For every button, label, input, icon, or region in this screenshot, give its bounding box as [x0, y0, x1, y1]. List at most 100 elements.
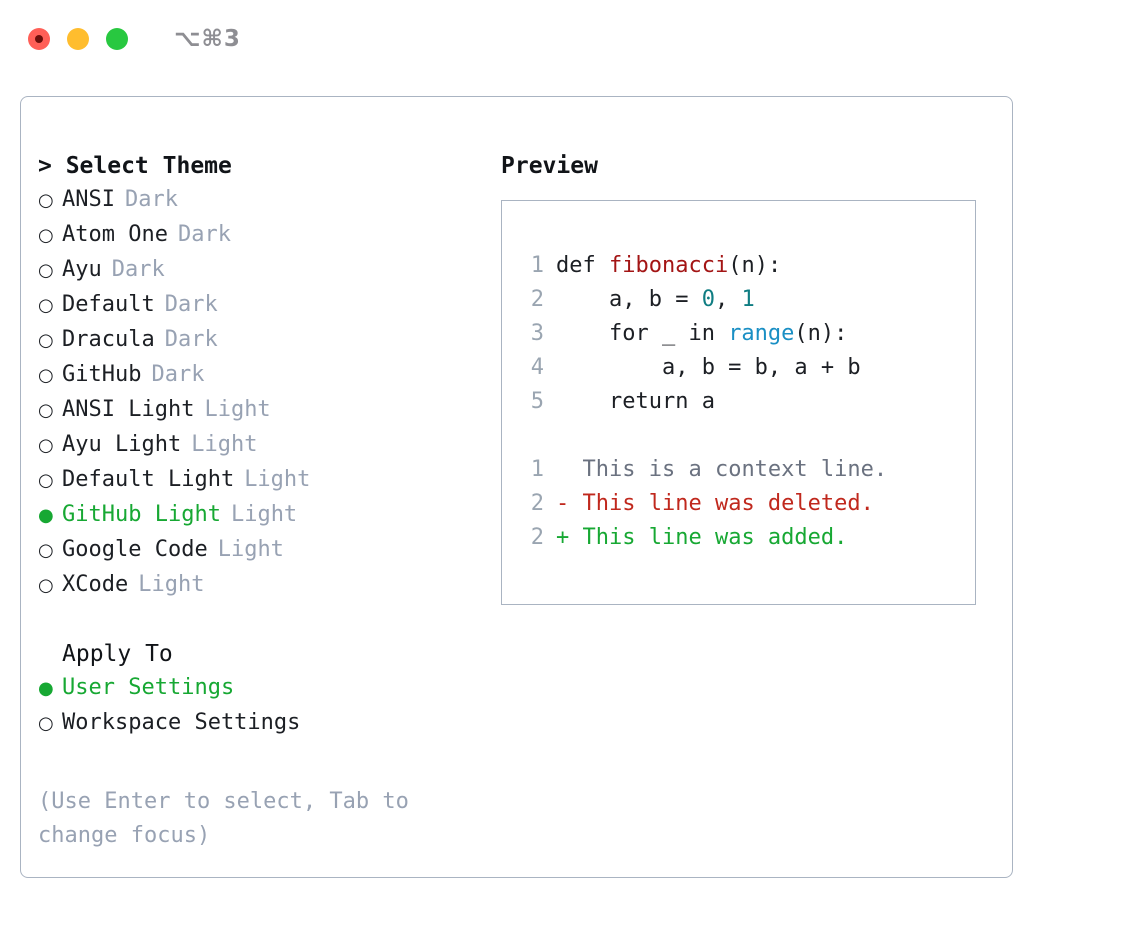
diff-line: 1 This is a context line.: [516, 453, 967, 487]
theme-name: Google Code: [62, 537, 208, 562]
radio-unselected-icon: ○: [38, 575, 54, 596]
theme-variant-tag: Light: [230, 502, 298, 527]
radio-unselected-icon: ○: [38, 225, 54, 246]
diff-marker: +: [556, 525, 583, 550]
apply-to-item[interactable]: ● User Settings: [38, 671, 488, 706]
diff-marker: [556, 453, 583, 487]
code-token: 0: [701, 287, 715, 312]
diff-line: 2+ This line was added.: [516, 521, 967, 555]
line-number: 1: [530, 253, 544, 278]
diff-text: This line was deleted.: [582, 491, 874, 516]
line-number: 1: [530, 457, 544, 482]
theme-list-item[interactable]: ○ Dracula Dark: [38, 323, 488, 358]
theme-variant-tag: Dark: [151, 362, 205, 387]
radio-unselected-icon: ○: [38, 330, 54, 351]
theme-name: Default: [62, 292, 155, 317]
code-line: 4 a, b = b, a + b: [516, 351, 967, 385]
theme-name: XCode: [62, 572, 129, 597]
code-token: fibonacci: [608, 253, 729, 278]
radio-unselected-icon: ○: [38, 190, 54, 211]
apply-to-list[interactable]: ● User Settings ○ Workspace Settings: [38, 671, 488, 741]
window-controls: [28, 28, 128, 50]
code-text: def fibonacci(n):: [556, 249, 781, 283]
code-token: ,: [714, 287, 742, 312]
theme-variant-tag: Dark: [164, 292, 218, 317]
theme-variant-tag: Light: [244, 467, 311, 492]
apply-to-header: Apply To: [62, 641, 173, 667]
theme-variant-tag: Dark: [177, 222, 231, 247]
line-number: 3: [530, 321, 544, 346]
radio-unselected-icon: ○: [38, 470, 54, 491]
theme-list-item[interactable]: ● GitHub Light Light: [38, 498, 488, 533]
diff-line: 2- This line was deleted.: [516, 487, 967, 521]
radio-unselected-icon: ○: [38, 713, 54, 734]
apply-to-item[interactable]: ○ Workspace Settings: [38, 706, 488, 741]
theme-name: Atom One: [62, 222, 168, 247]
code-token: def: [556, 253, 609, 278]
code-token: (n):: [794, 321, 848, 346]
preview-header: Preview: [501, 153, 598, 179]
theme-variant-tag: Light: [138, 572, 205, 597]
radio-unselected-icon: ○: [38, 435, 54, 456]
close-button[interactable]: [28, 28, 50, 50]
radio-selected-icon: ●: [38, 505, 54, 526]
shortcut-label: ⌥⌘3: [174, 26, 241, 52]
radio-unselected-icon: ○: [38, 400, 54, 421]
code-text: a, b = 0, 1: [556, 283, 755, 317]
diff-text: This is a context line.: [582, 457, 888, 482]
minimize-button[interactable]: [67, 28, 89, 50]
code-line: 2 a, b = 0, 1: [516, 283, 967, 317]
theme-variant-tag: Light: [191, 432, 258, 457]
code-token: a, b = b, a + b: [556, 355, 861, 380]
code-token: return a: [556, 389, 715, 414]
theme-variant-tag: Dark: [111, 257, 165, 282]
select-theme-header: > Select Theme: [38, 153, 232, 179]
theme-variant-tag: Dark: [124, 187, 178, 212]
keyboard-hint: (Use Enter to select, Tab to change focu…: [38, 789, 423, 848]
code-diff-separator: [516, 419, 967, 453]
code-line: 1 def fibonacci(n):: [516, 249, 967, 283]
code-token: (n):: [728, 253, 782, 278]
zoom-button[interactable]: [106, 28, 128, 50]
radio-unselected-icon: ○: [38, 540, 54, 561]
theme-variant-tag: Dark: [164, 327, 218, 352]
code-text: return a: [556, 385, 715, 419]
theme-name: GitHub: [62, 362, 142, 387]
code-line: 5 return a: [516, 385, 967, 419]
theme-variant-tag: Light: [204, 397, 271, 422]
code-token: 1: [741, 287, 755, 312]
theme-name: Ayu Light: [62, 432, 182, 457]
radio-selected-icon: ●: [38, 678, 54, 699]
theme-name: GitHub Light: [62, 502, 221, 527]
recording-indicator-icon: [35, 35, 43, 43]
line-number: 2: [530, 525, 544, 550]
line-number: 2: [530, 287, 544, 312]
title-bar: ⌥⌘3: [0, 0, 1140, 78]
theme-list-item[interactable]: ○ XCode Light: [38, 568, 488, 603]
theme-list-item[interactable]: ○ Atom One Dark: [38, 218, 488, 253]
diff-marker: -: [556, 491, 583, 516]
line-number: 4: [530, 355, 544, 380]
code-text: a, b = b, a + b: [556, 351, 861, 385]
theme-list-item[interactable]: ○ Ayu Light Light: [38, 428, 488, 463]
theme-variant-tag: Light: [217, 537, 284, 562]
theme-name: ANSI Light: [62, 397, 195, 422]
apply-to-label: User Settings: [62, 675, 235, 700]
theme-name: Dracula: [62, 327, 155, 352]
apply-to-label: Workspace Settings: [62, 710, 301, 735]
line-number: 5: [530, 389, 544, 414]
theme-list-item[interactable]: ○ Google Code Light: [38, 533, 488, 568]
theme-list-item[interactable]: ○ ANSI Light Light: [38, 393, 488, 428]
